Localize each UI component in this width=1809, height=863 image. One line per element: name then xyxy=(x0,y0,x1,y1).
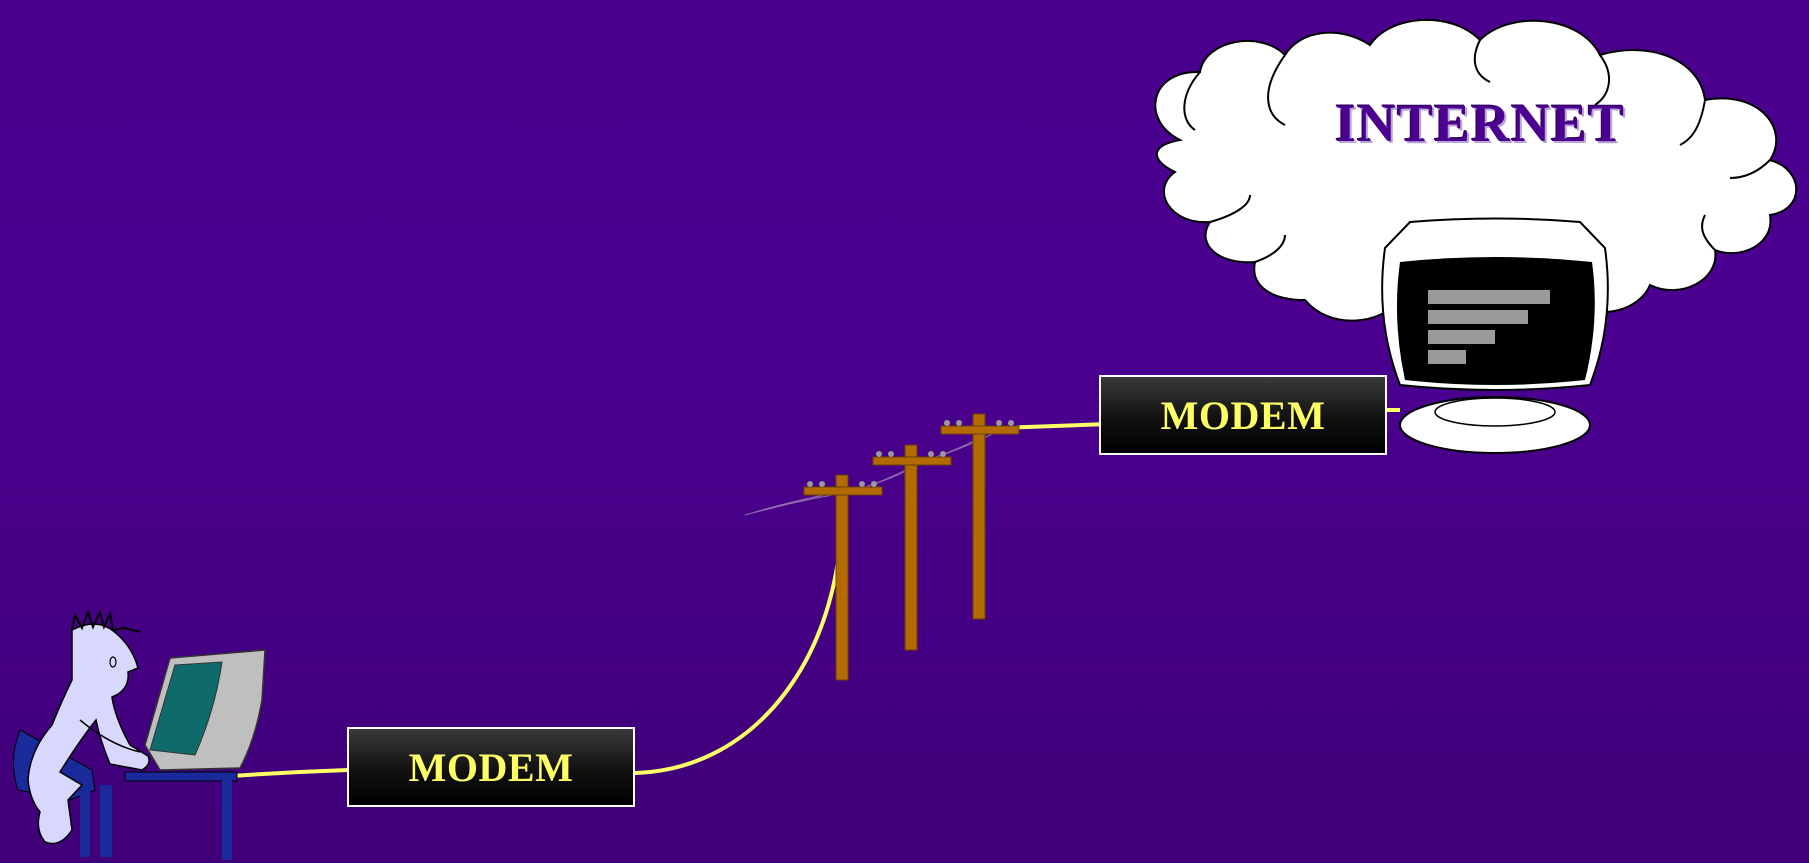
cable-computer-to-modem xyxy=(231,768,349,778)
modem-left-label: MODEM xyxy=(408,744,574,790)
user-at-computer-icon xyxy=(13,609,266,860)
pole-wires xyxy=(744,429,1001,516)
modem-left-box: MODEM xyxy=(347,727,635,807)
modem-right-label: MODEM xyxy=(1160,392,1326,438)
cloud-icon xyxy=(1154,19,1798,322)
server-monitor-icon xyxy=(1381,217,1609,454)
modem-right-box: MODEM xyxy=(1099,375,1387,455)
telephone-pole-icon xyxy=(940,413,1020,620)
telephone-pole-icon xyxy=(872,444,952,651)
internet-label: INTERNET xyxy=(1334,93,1626,153)
cable-modem-to-pole xyxy=(633,497,845,775)
telephone-pole-icon xyxy=(803,474,883,681)
